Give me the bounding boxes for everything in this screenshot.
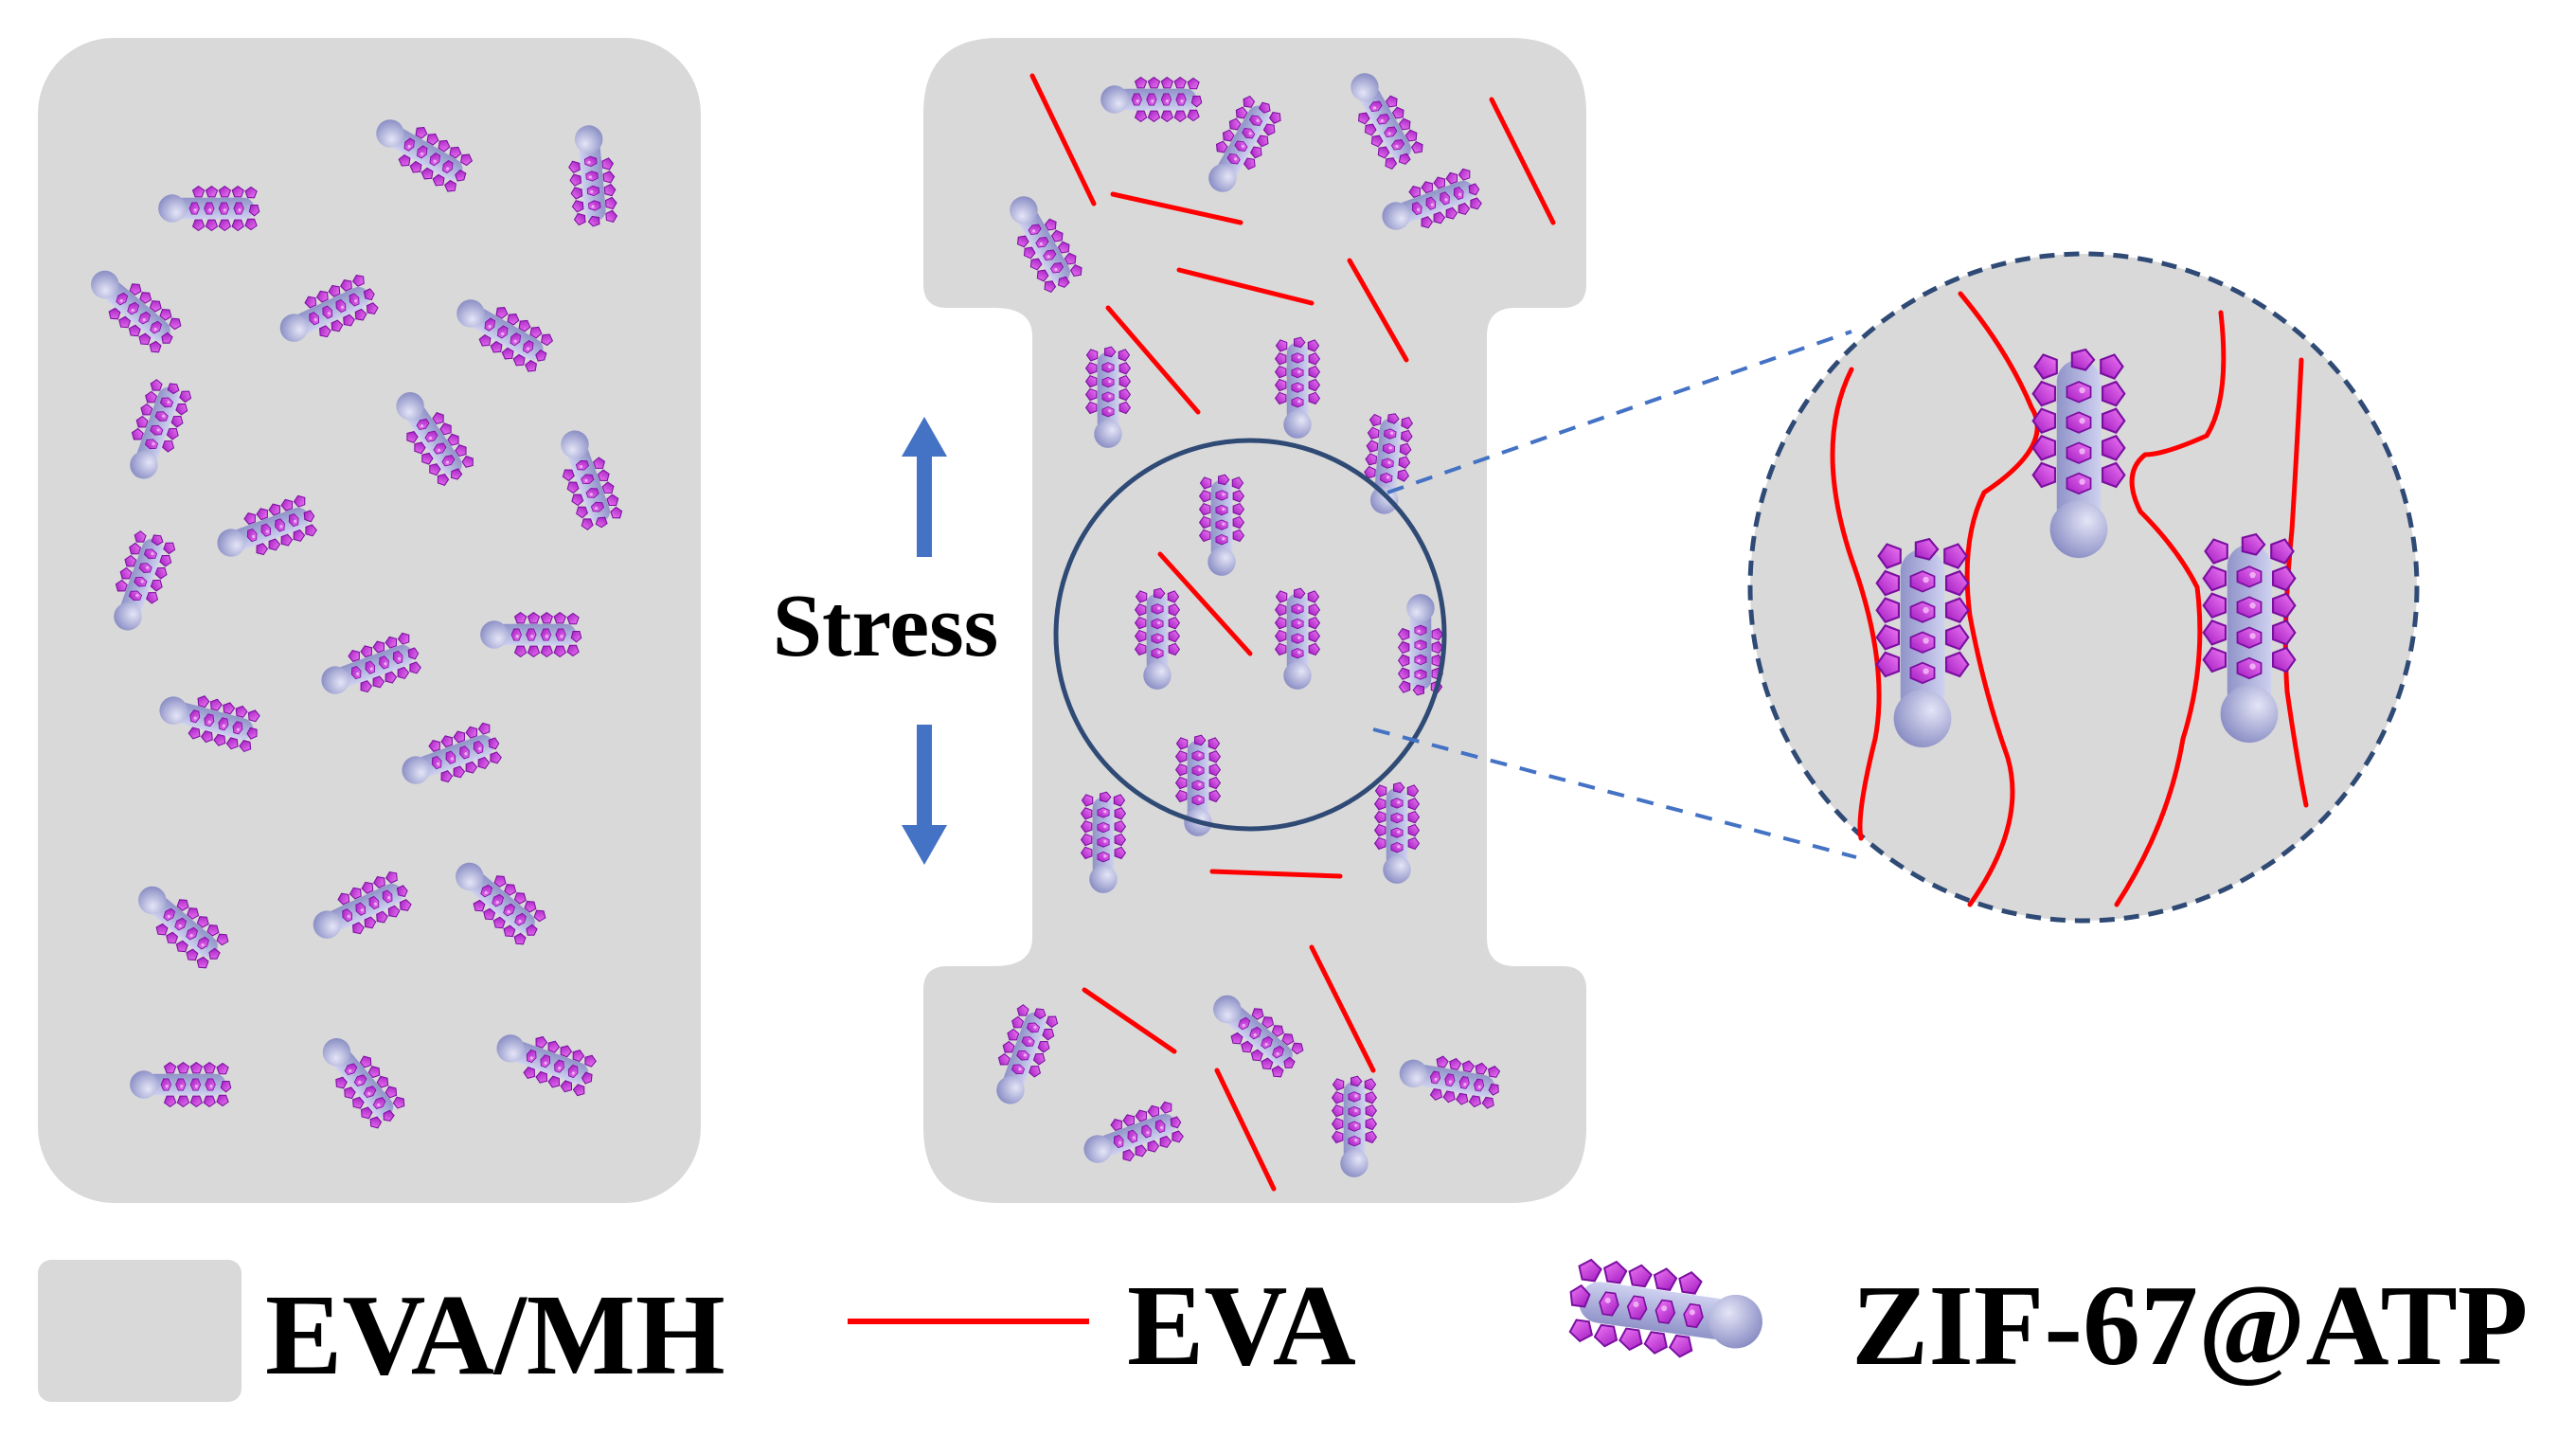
arrow-down-icon <box>902 725 947 865</box>
legend-matrix-label: EVA/MH <box>265 1271 725 1399</box>
zoom-connector-bottom <box>1372 727 1857 859</box>
eva-chain <box>1489 97 1556 225</box>
eva-chain <box>1209 869 1343 879</box>
legend: EVA/MH EVA ZIF-67@ATP <box>38 1255 2528 1402</box>
eva-chain <box>1082 987 1177 1054</box>
left-matrix-panel <box>38 38 701 1203</box>
eva-chain <box>1830 367 1882 841</box>
eva-chain <box>1214 1068 1277 1192</box>
eva-chain <box>1105 305 1201 415</box>
eva-chain <box>1157 551 1253 656</box>
dumbbell-specimen <box>923 38 1586 1203</box>
legend-particle-icon <box>1563 1255 1769 1369</box>
legend-chain-label: EVA <box>1127 1262 1356 1390</box>
magnified-region-circle <box>1053 438 1447 832</box>
eva-chain <box>1347 258 1409 363</box>
eva-chain <box>2114 310 2227 907</box>
zoom-connector-top <box>1386 330 1852 494</box>
zoom-connectors <box>1372 330 1857 859</box>
stressed-specimen-panel <box>923 38 1586 1203</box>
eva-chain <box>1110 191 1243 225</box>
arrow-up-icon <box>902 417 947 557</box>
eva-chain <box>1309 944 1376 1073</box>
eva-chain <box>1029 73 1097 206</box>
zoomed-interface-view <box>1747 251 2420 924</box>
eva-chain-segments <box>1029 73 1556 1192</box>
legend-matrix-swatch <box>38 1260 242 1402</box>
stress-label: Stress <box>773 577 999 675</box>
zoom-circle <box>1747 251 2420 924</box>
eva-chain <box>1176 267 1315 306</box>
legend-particle-label: ZIF-67@ATP <box>1852 1262 2528 1390</box>
eva-chain <box>1958 291 2040 907</box>
stress-indicator: Stress <box>773 417 999 865</box>
